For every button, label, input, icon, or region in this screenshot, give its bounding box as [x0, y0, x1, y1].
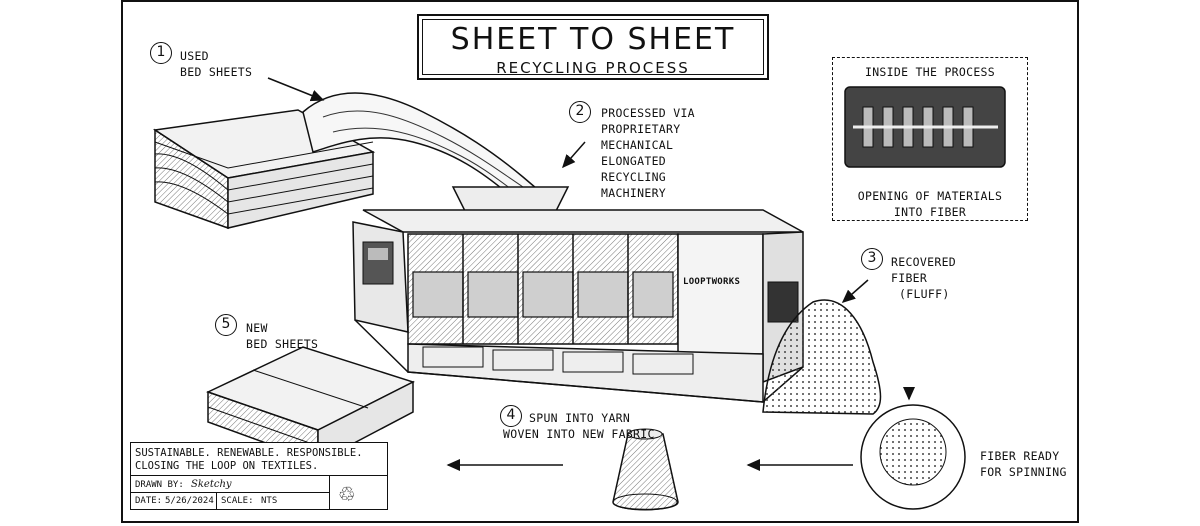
step-3-number: 3: [861, 248, 883, 270]
step-4-label-line2: WOVEN INTO NEW FABRIC: [503, 427, 655, 441]
tagline: SUSTAINABLE. RENEWABLE. RESPONSIBLE. CLO…: [131, 443, 387, 476]
illustration-layer: [152, 77, 1006, 511]
title-block: SUSTAINABLE. RENEWABLE. RESPONSIBLE. CLO…: [130, 442, 388, 510]
arrow-step3: [841, 279, 869, 303]
step-3-label: RECOVERED FIBER (FLUFF): [891, 255, 957, 301]
fiber-ready-label: FIBER READY FOR SPINNING: [980, 449, 1067, 479]
drawn-by-value: Sketchy: [191, 479, 232, 490]
diagram-frame: SHEET TO SHEET RECYCLING PROCESS 1 USED …: [121, 0, 1079, 523]
inset-drum-illustration: [844, 86, 1006, 168]
step-1-label: USED BED SHEETS: [180, 49, 253, 79]
date-label: DATE:: [135, 496, 163, 506]
inside-process-inset: INSIDE THE PROCESS OPENING OF MATERIALS …: [832, 57, 1028, 221]
step-2-label: PROCESSED VIA PROPRIETARY MECHANICAL ELO…: [601, 106, 695, 200]
step-4-number: 4: [500, 405, 522, 427]
scale-label: SCALE:: [221, 496, 254, 506]
date-value: 5/26/2024: [165, 496, 214, 506]
arrow-step2: [562, 141, 586, 169]
step-1-number: 1: [150, 42, 172, 64]
title-box: SHEET TO SHEET RECYCLING PROCESS: [417, 14, 769, 80]
drawn-by-label: DRAWN BY:: [135, 480, 184, 490]
inset-caption: OPENING OF MATERIALS INTO FIBER: [857, 189, 1003, 219]
page-subtitle: RECYCLING PROCESS: [496, 59, 690, 77]
fiber-fluff-pile-illustration: [762, 299, 882, 415]
used-sheets-stack-illustration: [152, 92, 545, 230]
arrow-step1: [267, 77, 325, 102]
step-2-number: 2: [569, 101, 591, 123]
page-title: SHEET TO SHEET: [450, 22, 736, 57]
inset-title: INSIDE THE PROCESS: [864, 65, 996, 79]
fiber-ready-circle-illustration: [860, 404, 966, 510]
recycling-machine-illustration: [352, 186, 804, 403]
step-4-label: SPUN INTO YARN: [529, 411, 631, 425]
yarn-cone-illustration: [612, 428, 679, 511]
recycle-icon: ♲: [339, 478, 355, 508]
step-5-label: NEW BED SHEETS: [246, 321, 319, 351]
step-5-number: 5: [215, 314, 237, 336]
machine-brand-label: LOOPTWORKS: [683, 277, 741, 287]
scale-value: NTS: [261, 496, 278, 506]
